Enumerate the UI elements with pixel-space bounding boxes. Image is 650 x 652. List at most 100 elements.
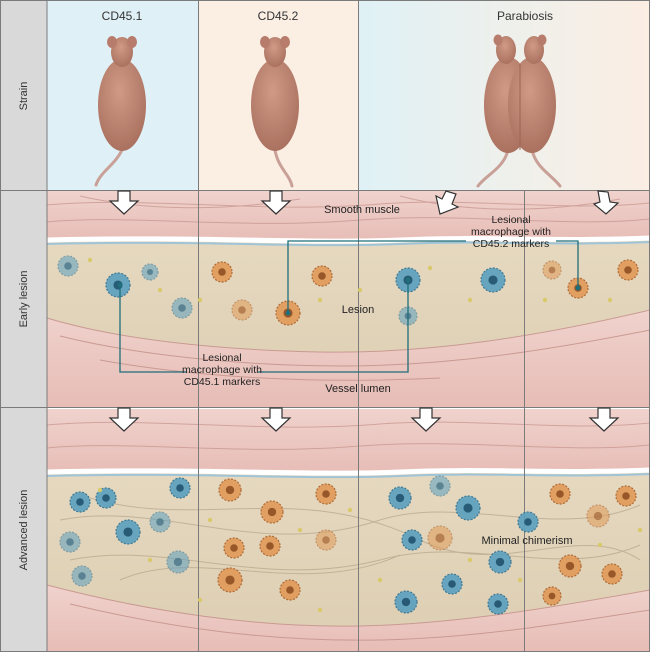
cd452-macrophage-cell	[259, 535, 281, 557]
cd451-macrophage-cell	[71, 565, 93, 587]
column-header-cd452: CD45.2	[258, 9, 299, 23]
cd451-macrophage-cell	[166, 550, 190, 574]
row-label-advanced: Advanced lesion	[18, 490, 30, 571]
cd452-macrophage-cell	[279, 579, 301, 601]
lipid-dot	[377, 577, 383, 583]
vessel-lumen-label: Vessel lumen	[325, 383, 390, 395]
column-header-parabiosis: Parabiosis	[497, 9, 553, 23]
cd451-macrophage-cell	[149, 511, 171, 533]
lipid-dot	[597, 542, 603, 548]
lipid-dot	[87, 257, 93, 263]
cd451-macrophage-cell	[488, 550, 512, 574]
arrow-down-icon	[410, 407, 442, 432]
cd451-macrophage-cell	[57, 255, 79, 277]
lipid-dot	[347, 507, 353, 513]
lipid-dot	[542, 297, 548, 303]
lipid-particles	[87, 257, 643, 613]
arrow-down-icon	[260, 190, 292, 215]
cd451-macrophage-cell	[141, 263, 159, 281]
flow-arrows	[108, 190, 620, 432]
lipid-dot	[637, 527, 643, 533]
cd451-macrophage-cell	[517, 511, 539, 533]
arrow-down-icon	[592, 190, 620, 215]
lipid-dot	[157, 287, 163, 293]
lipid-dot	[197, 597, 203, 603]
lesion-label: Lesion	[342, 304, 374, 316]
lipid-dot	[317, 297, 323, 303]
row-label-early: Early lesion	[18, 271, 30, 328]
cd452-macrophage-cell	[231, 299, 253, 321]
early-lesion-panel	[46, 191, 650, 407]
mouse-parabiosis-icon	[476, 34, 562, 188]
arrow-down-icon	[588, 407, 620, 432]
lipid-dot	[197, 297, 203, 303]
callout-dots	[117, 277, 581, 316]
lipid-dot	[607, 297, 613, 303]
cd451-macrophage-cell	[455, 495, 481, 521]
advanced-lesion-panel	[46, 409, 650, 652]
lipid-dot	[517, 577, 523, 583]
cd451-macrophage-cell	[480, 267, 506, 293]
lipid-dot	[357, 287, 363, 293]
callout-cd452: Lesional macrophage with CD45.2 markers	[471, 214, 551, 250]
cd452-macrophage-cell	[586, 504, 610, 528]
cd452-macrophage-cell	[223, 537, 245, 559]
cd452-macrophage-cell	[615, 485, 637, 507]
arrow-down-icon	[435, 190, 460, 215]
lipid-dot	[467, 557, 473, 563]
cd451-macrophage-cell	[401, 529, 423, 551]
arrow-down-icon	[260, 407, 292, 432]
lipid-dot	[147, 557, 153, 563]
lipid-dot	[207, 517, 213, 523]
lipid-dot	[427, 265, 433, 271]
cd452-macrophage-cell	[315, 529, 337, 551]
cd452-macrophage-cell	[218, 478, 242, 502]
cd451-macrophage-cell	[429, 475, 451, 497]
callout-cd451-line1: Lesional	[202, 352, 241, 364]
cd451-macrophage-cell	[171, 297, 193, 319]
cd451-macrophage-cell	[441, 573, 463, 595]
cd452-macrophage-cell	[211, 261, 233, 283]
cd452-macrophage-cell	[542, 260, 562, 280]
callout-cd452-line1: Lesional	[491, 214, 530, 226]
advanced-lesion-cells	[59, 475, 637, 615]
column-header-cd451: CD45.1	[102, 9, 143, 23]
mouse-cd451-icon	[94, 36, 146, 187]
cd451-macrophage-cell	[115, 519, 141, 545]
callout-cd451-line2: macrophage with	[182, 364, 262, 376]
cd452-macrophage-cell	[217, 567, 243, 593]
callout-cd451-line3: CD45.1 markers	[184, 376, 260, 388]
cd452-macrophage-cell	[260, 500, 284, 524]
cd451-macrophage-cell	[388, 486, 412, 510]
smooth-muscle-label: Smooth muscle	[324, 204, 400, 216]
lipid-dot	[97, 487, 103, 493]
row-label-strain: Strain	[18, 82, 30, 111]
cd452-macrophage-cell	[427, 525, 453, 551]
row-label-column	[0, 0, 47, 652]
cd452-macrophage-cell	[315, 483, 337, 505]
cd451-macrophage-cell	[95, 487, 117, 509]
lipid-dot	[297, 527, 303, 533]
cd451-macrophage-cell	[59, 531, 81, 553]
lipid-dot	[467, 297, 473, 303]
minimal-chimerism-label: Minimal chimerism	[481, 535, 572, 547]
cd452-macrophage-cell	[601, 563, 623, 585]
cd451-macrophage-cell	[394, 590, 418, 614]
callout-lines	[119, 240, 579, 373]
cd452-macrophage-cell	[617, 259, 639, 281]
cd452-macrophage-cell	[558, 554, 582, 578]
mouse-cd452-icon	[251, 36, 299, 188]
callout-cd451: Lesional macrophage with CD45.1 markers	[182, 352, 262, 388]
callout-cd452-line3: CD45.2 markers	[473, 238, 549, 250]
cd451-macrophage-cell	[487, 593, 509, 615]
cd451-macrophage-cell	[69, 491, 91, 513]
callout-cd452-line2: macrophage with	[471, 226, 551, 238]
cd451-macrophage-cell	[169, 477, 191, 499]
cd452-macrophage-cell	[311, 265, 333, 287]
arrow-down-icon	[108, 407, 140, 432]
arrow-down-icon	[108, 190, 140, 215]
cd452-macrophage-cell	[542, 586, 562, 606]
